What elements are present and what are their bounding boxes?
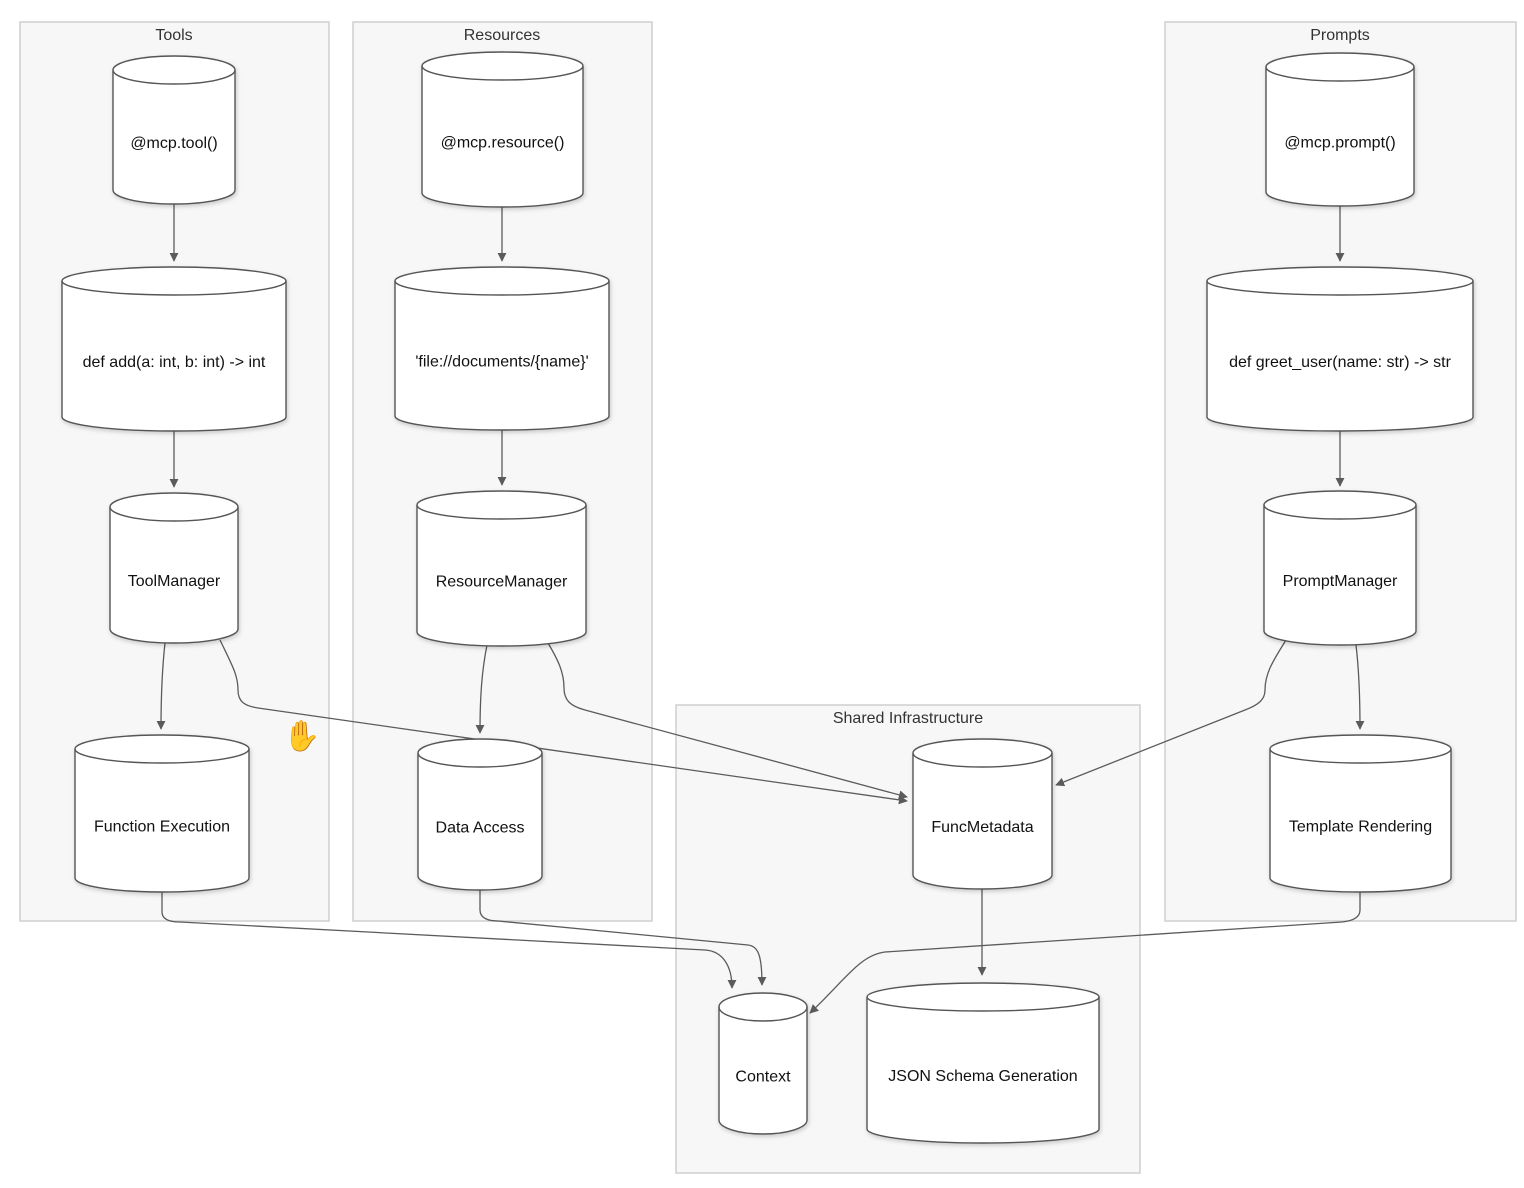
- node-label-func-metadata: FuncMetadata: [931, 819, 1033, 836]
- edge-prompt-manager-to-template-rendering: [1355, 644, 1365, 730]
- edge-template-rendering-to-context: [809, 892, 1361, 1014]
- node-context: Context: [718, 992, 808, 1135]
- edge-function-execution-to-context: [161, 892, 737, 989]
- node-json-schema: JSON Schema Generation: [866, 982, 1100, 1144]
- node-label-mcp-resource: @mcp.resource(): [441, 135, 565, 152]
- node-label-mcp-tool: @mcp.tool(): [130, 135, 217, 152]
- node-mcp-prompt: @mcp.prompt(): [1265, 52, 1415, 207]
- node-resource-manager: ResourceManager: [416, 490, 587, 647]
- node-def-greet: def greet_user(name: str) -> str: [1206, 266, 1474, 432]
- node-mcp-tool: @mcp.tool(): [112, 55, 236, 205]
- edge-tool-manager-to-function-execution: [156, 642, 166, 730]
- node-label-function-execution: Function Execution: [94, 819, 230, 836]
- node-label-resource-manager: ResourceManager: [436, 574, 568, 591]
- node-label-file-uri: 'file://documents/{name}': [415, 354, 588, 371]
- node-function-execution: Function Execution: [74, 734, 250, 893]
- node-prompt-manager: PromptManager: [1263, 490, 1417, 646]
- cluster-shared-title: Shared Infrastructure: [833, 710, 983, 727]
- cluster-prompts-title: Prompts: [1310, 27, 1370, 44]
- node-func-metadata: FuncMetadata: [912, 738, 1053, 890]
- edge-tool-manager-to-func-metadata: [219, 639, 908, 805]
- edge-prompt-manager-to-func-metadata: [1055, 639, 1287, 787]
- node-label-def-greet: def greet_user(name: str) -> str: [1229, 354, 1452, 371]
- node-label-template-rendering: Template Rendering: [1289, 819, 1432, 836]
- node-label-def-add: def add(a: int, b: int) -> int: [83, 354, 266, 371]
- node-label-tool-manager: ToolManager: [128, 573, 221, 590]
- nodes: @mcp.tool() def add(a: int, b: int) -> in…: [61, 51, 1474, 1144]
- node-label-prompt-manager: PromptManager: [1283, 573, 1398, 590]
- hand-cursor-icon: ✋: [283, 718, 320, 754]
- cluster-tools-title: Tools: [155, 27, 192, 44]
- edge-resource-manager-to-data-access: [475, 644, 488, 734]
- node-data-access: Data Access: [417, 738, 543, 891]
- edges: [156, 203, 1365, 1014]
- node-template-rendering: Template Rendering: [1269, 734, 1452, 893]
- node-label-json-schema: JSON Schema Generation: [888, 1068, 1077, 1085]
- cluster-resources-title: Resources: [464, 27, 540, 44]
- node-label-data-access: Data Access: [436, 820, 525, 837]
- node-tool-manager: ToolManager: [109, 492, 239, 644]
- node-label-context: Context: [735, 1069, 791, 1086]
- node-def-add: def add(a: int, b: int) -> int: [61, 266, 287, 432]
- edge-data-access-to-context: [479, 890, 767, 986]
- edge-resource-manager-to-func-metadata: [547, 642, 908, 800]
- node-label-mcp-prompt: @mcp.prompt(): [1284, 135, 1395, 152]
- node-mcp-resource: @mcp.resource(): [421, 51, 584, 208]
- node-file-uri: 'file://documents/{name}': [394, 266, 610, 431]
